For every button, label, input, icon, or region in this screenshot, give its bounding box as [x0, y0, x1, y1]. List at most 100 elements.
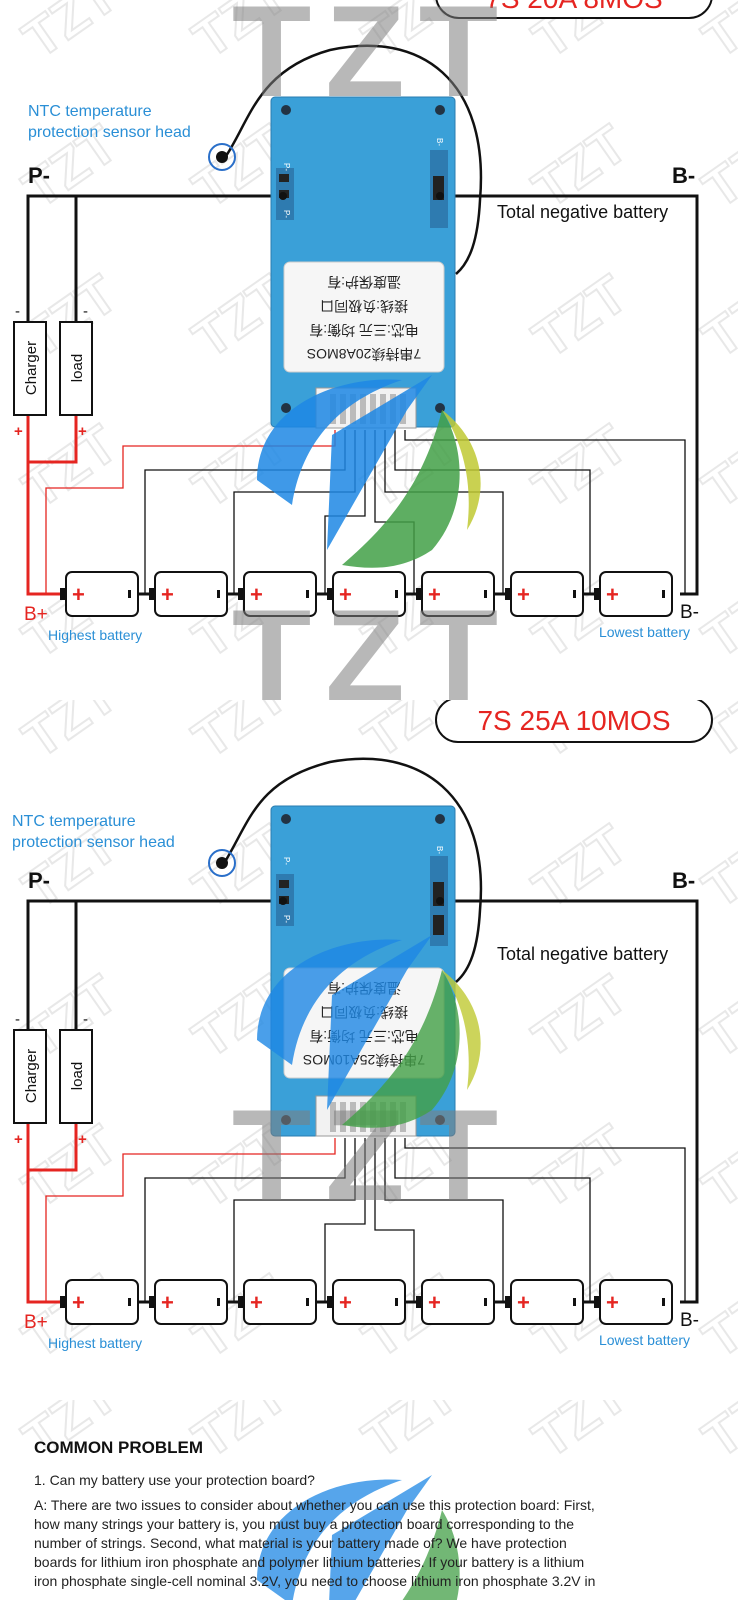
main-wires — [26, 194, 699, 596]
mosfet-chip — [433, 882, 444, 906]
charger-plus-mark: + — [14, 423, 23, 440]
b-solder-point — [436, 897, 444, 905]
battery-cell-icon: + — [594, 571, 673, 617]
charger-box — [13, 1029, 47, 1124]
svg-text:+: + — [339, 1290, 352, 1315]
tzt-tile-watermark: TZT — [692, 964, 738, 1070]
p-minus-label: P- — [28, 868, 50, 893]
spec-sticker — [283, 261, 445, 373]
highest-battery-label: Highest battery — [48, 627, 142, 643]
charger-box — [13, 321, 47, 416]
pcb-mark-p-top: P- — [282, 163, 291, 171]
main-wires — [26, 899, 699, 1304]
sticker-line: 温度保护:有 — [327, 274, 401, 290]
total-negative-label: Total negative battery — [497, 202, 668, 222]
faq-answer: A: There are two issues to consider abou… — [34, 1496, 714, 1591]
highest-battery-label: Highest battery — [48, 1335, 142, 1351]
battery-cell-icon: + — [149, 571, 238, 617]
tzt-tile-watermark: TZT — [692, 114, 738, 220]
ntc-sensor-head-icon — [216, 857, 228, 869]
tzt-tile-watermark: TZT — [522, 814, 637, 920]
b-minus-top-label: B- — [672, 868, 695, 893]
positive-wires — [26, 415, 78, 596]
svg-text:+: + — [428, 1290, 441, 1315]
mount-hole-icon — [281, 1115, 291, 1125]
svg-text:+: + — [517, 582, 530, 607]
pcb-mark-p-bottom: P- — [282, 915, 291, 923]
tzt-tile-watermark: TZT — [12, 1400, 127, 1470]
tzt-tile-watermark: TZT — [522, 964, 637, 1070]
battery-cell-icon: + — [327, 571, 416, 617]
battery-cell-icon: + — [416, 1279, 505, 1325]
load-minus-mark: - — [83, 1011, 88, 1028]
svg-text:+: + — [339, 582, 352, 607]
mount-hole-icon — [281, 105, 291, 115]
tzt-tile-watermark: TZT — [182, 700, 297, 770]
tzt-tile-watermark: TZT — [692, 414, 738, 520]
svg-text:+: + — [72, 582, 85, 607]
pcb-mark-p-bottom: P- — [282, 210, 291, 218]
ntc-label-line2: protection sensor head — [12, 834, 175, 851]
svg-text:+: + — [428, 582, 441, 607]
sticker-line: 7串持续20A8MOS — [307, 346, 421, 362]
battery-cells: + + + + + + + — [60, 571, 673, 617]
faq-answer-line: boards for lithium iron phosphate and po… — [34, 1554, 585, 1570]
smd-chip — [279, 174, 289, 182]
mosfet-chip — [433, 915, 444, 935]
svg-text:+: + — [250, 1290, 263, 1315]
load-label: load — [69, 1062, 86, 1090]
ntc-cable — [224, 44, 483, 275]
p-minus-label: P- — [28, 163, 50, 188]
ntc-sensor-ring — [208, 849, 236, 877]
b-plus-label: B+ — [24, 604, 48, 625]
tzt-tile-watermark: TZT — [182, 1400, 297, 1470]
tzt-tile-watermark: TZT — [522, 414, 637, 520]
ntc-cable — [224, 757, 483, 983]
svg-text:+: + — [517, 1290, 530, 1315]
sticker-line: 接线:负极同口 — [320, 298, 408, 314]
tzt-tile-watermark: TZT — [692, 264, 738, 370]
svg-text:+: + — [250, 582, 263, 607]
load-box — [59, 321, 93, 416]
positive-wires — [26, 1123, 78, 1304]
battery-cell-icon: + — [327, 1279, 416, 1325]
pcb-mark-p-top: P- — [282, 857, 291, 865]
tzt-tile-watermark: TZT — [522, 1400, 637, 1470]
lowest-battery-label: Lowest battery — [599, 624, 690, 640]
charger-label: Charger — [23, 1049, 40, 1103]
faq-answer-line: how many strings your battery is, you mu… — [34, 1516, 575, 1532]
charger-plus-mark: + — [14, 1131, 23, 1148]
faq-question: 1. Can my battery use your protection bo… — [34, 1472, 315, 1488]
total-negative-label: Total negative battery — [497, 944, 668, 964]
tzt-tile-watermark: TZT — [692, 1264, 738, 1370]
battery-cell-icon: + — [505, 571, 594, 617]
faq-answer-line: iron phosphate single-cell nominal 3.2V,… — [34, 1573, 596, 1589]
svg-text:+: + — [161, 1290, 174, 1315]
mount-hole-icon — [435, 1115, 445, 1125]
mount-hole-icon — [281, 814, 291, 824]
faq-answer-line: A: There are two issues to consider abou… — [34, 1497, 595, 1513]
charger-minus-mark: - — [15, 303, 20, 320]
tzt-tile-watermark: TZT — [692, 1400, 738, 1470]
ntc-sensor-ring — [208, 143, 236, 171]
pcb-mark-b: B- — [435, 138, 444, 146]
b-minus-bottom-label: B- — [680, 602, 699, 623]
sticker-line: 电芯:三元 均衡:有 — [309, 322, 419, 338]
ntc-label-line1: NTC temperature — [28, 103, 152, 120]
battery-cell-icon: + — [505, 1279, 594, 1325]
b-minus-bottom-label: B- — [680, 1310, 699, 1331]
b-minus-top-label: B- — [672, 163, 695, 188]
diagram-title: 7S 25A 10MOS — [477, 705, 670, 736]
faq-answer-line: number of strings. Second, what material… — [34, 1535, 567, 1551]
svg-text:+: + — [161, 582, 174, 607]
load-box — [59, 1029, 93, 1124]
load-plus-mark: + — [78, 423, 87, 440]
b-solder-point — [436, 192, 444, 200]
tzt-tile-watermark: TZT — [12, 1114, 127, 1220]
battery-cell-icon: + — [238, 1279, 327, 1325]
